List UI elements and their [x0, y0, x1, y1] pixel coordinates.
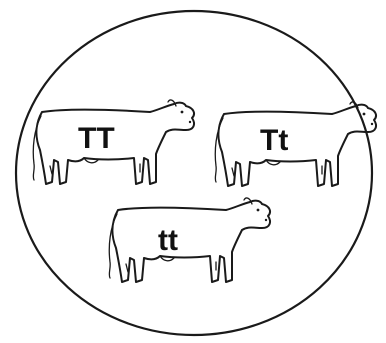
cow-tt-heterozygous: Tt [215, 102, 376, 186]
cow-tt-homozygous-recessive: tt [109, 198, 270, 282]
genotype-label: Tt [260, 124, 288, 157]
population-circle [16, 11, 372, 335]
cow-tt-homozygous-dominant: TT [33, 100, 194, 184]
genotype-label: tt [158, 224, 178, 257]
genotype-label: TT [78, 122, 115, 155]
